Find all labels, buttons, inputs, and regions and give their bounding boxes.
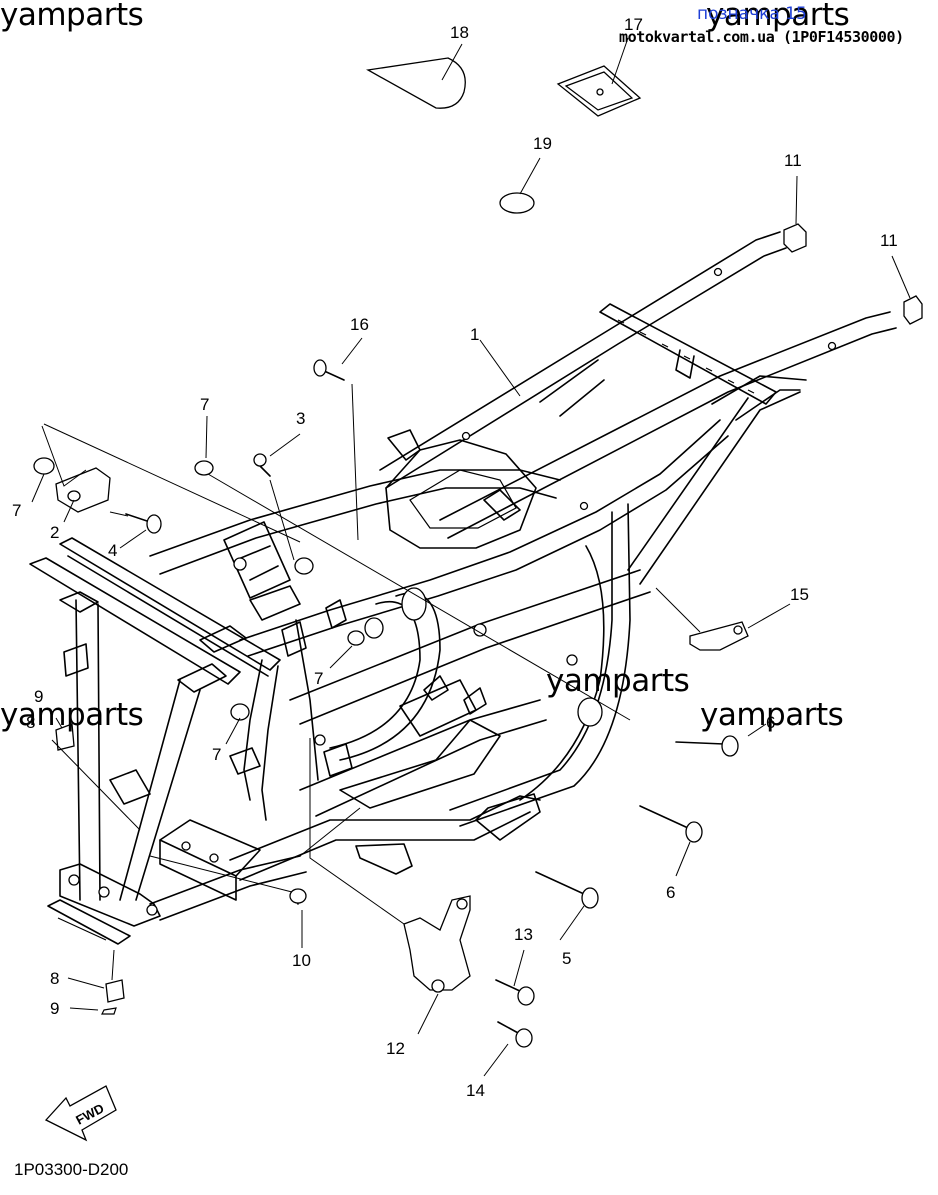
- callout-18: 18: [450, 23, 469, 42]
- fwd-arrow-icon: FWD: [44, 1085, 117, 1142]
- watermark-left: yamparts: [0, 697, 144, 733]
- part-2-bracket: [55, 467, 111, 513]
- callout-7-mid: 7: [314, 669, 324, 688]
- watermark-middle: yamparts: [546, 663, 690, 699]
- watermark-top-right: yamparts: [706, 0, 850, 33]
- callout-2: 2: [50, 523, 60, 542]
- callout-7-left: 7: [12, 501, 22, 520]
- part-12-bracket: [403, 895, 471, 993]
- callout-6-upper: 6: [766, 713, 776, 732]
- callout-19: 19: [533, 134, 552, 153]
- callout-9-lower: 9: [50, 999, 60, 1018]
- callout-16: 16: [350, 315, 369, 334]
- leader-lines: [31, 37, 911, 1077]
- callout-13: 13: [514, 925, 533, 944]
- callout-7-low: 7: [212, 745, 222, 764]
- callout-17: 17: [624, 15, 643, 34]
- callout-4: 4: [108, 541, 118, 560]
- callout-1: 1: [470, 325, 480, 344]
- bolts: [125, 359, 739, 1048]
- callout-8-lower: 8: [50, 969, 60, 988]
- watermark-top-left: yamparts: [0, 0, 144, 33]
- callout-8-upper: 8: [26, 713, 36, 732]
- callout-5: 5: [562, 949, 572, 968]
- part-19-sticker: [499, 192, 535, 214]
- callout-14: 14: [466, 1081, 485, 1100]
- watermark-right: yamparts: [700, 697, 844, 733]
- part-11-cap-lower: [903, 295, 923, 325]
- callout-11-lower: 11: [880, 231, 898, 250]
- part-17-plate: [556, 65, 642, 117]
- callout-11-upper: 11: [784, 151, 802, 170]
- callout-7-top: 7: [200, 395, 210, 414]
- diagram-code: 1P03300-D200: [14, 1160, 129, 1179]
- part-11-cap-upper: [783, 223, 807, 253]
- part-7-collars: [33, 457, 365, 721]
- callout-9-upper: 9: [34, 687, 44, 706]
- part-18-label: [366, 57, 466, 109]
- part-1-main-frame: [29, 231, 897, 945]
- part-8-9-dampers: [55, 723, 125, 1015]
- callout-10: 10: [292, 951, 311, 970]
- header-label-blue: позначка 15: [697, 4, 807, 24]
- callout-6-lower: 6: [666, 883, 676, 902]
- callout-3: 3: [296, 409, 306, 428]
- part-15-bracket: [689, 621, 749, 651]
- callout-15: 15: [790, 585, 809, 604]
- header-source: motokvartal.com.ua (1P0F14530000): [619, 28, 904, 46]
- callout-12: 12: [386, 1039, 405, 1058]
